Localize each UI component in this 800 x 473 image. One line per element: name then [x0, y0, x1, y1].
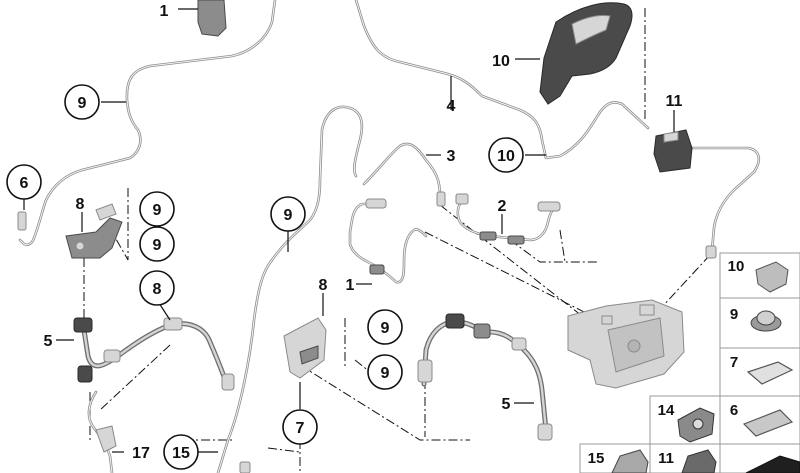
callout-circle-6b — [282, 409, 318, 445]
foam-pad-icon — [745, 455, 800, 473]
clip-6-icon — [742, 409, 794, 437]
callout-11: 10 — [497, 148, 515, 165]
legend-label-15: 15 — [588, 450, 605, 467]
callout-12: 11 — [666, 93, 683, 110]
legend-label-10: 10 — [728, 258, 745, 275]
callout-2: 2 — [498, 198, 507, 215]
legend-label-6: 6 — [730, 402, 738, 419]
callout-circle-10 — [64, 84, 100, 120]
callout-15: 15 — [172, 445, 190, 462]
callout-8b: 8 — [319, 277, 328, 294]
callout-8a: 8 — [76, 196, 85, 213]
brake-pipes — [18, 0, 761, 473]
callout-6a: 6 — [20, 175, 29, 192]
assembly-lines — [83, 8, 711, 473]
callout-circle-9c — [367, 309, 403, 345]
callout-circle-9b — [139, 226, 175, 262]
clamp-15-icon — [611, 449, 649, 473]
callout-1: 1 — [346, 277, 355, 294]
legend-label-7: 7 — [730, 354, 738, 371]
callouts: 1 10 4 9 11 10 3 6 8 9 9 9 2 1 8 8 9 5 9… — [6, 3, 683, 470]
callout-circle-14 — [270, 196, 306, 232]
spring-clip-7-icon — [746, 361, 794, 385]
callout-13: 1 — [160, 3, 169, 20]
legend-label-14: 14 — [658, 402, 675, 419]
callout-5a: 5 — [44, 333, 53, 350]
callout-9a: 9 — [153, 202, 162, 219]
callout-10: 9 — [78, 95, 87, 112]
callout-circle-9a — [139, 191, 175, 227]
callout-circle-9d — [367, 354, 403, 390]
leader-lines — [23, 8, 675, 453]
callout-17: 17 — [132, 445, 150, 462]
callout-7: 8 — [153, 281, 162, 298]
callout-3: 3 — [447, 148, 456, 165]
callout-9c: 9 — [381, 320, 390, 337]
legend-label-9: 9 — [730, 306, 738, 323]
components — [65, 0, 693, 453]
callout-5b: 5 — [502, 396, 511, 413]
callout-6b: 7 — [296, 420, 305, 437]
callout-circle-6a — [6, 164, 42, 200]
legend-label-11: 11 — [658, 450, 674, 467]
callout-circle-11 — [488, 137, 524, 173]
clamp-11-icon — [681, 449, 717, 473]
fittings — [17, 191, 717, 473]
clip-10-icon — [755, 261, 789, 293]
callout-16: 10 — [492, 53, 510, 70]
callout-9d: 9 — [381, 365, 390, 382]
callout-circle-15 — [163, 434, 199, 470]
callout-14: 9 — [284, 207, 293, 224]
small-parts-legend: 10 9 7 14 6 15 11 — [579, 252, 800, 473]
callout-4: 4 — [447, 98, 456, 115]
callout-9b: 9 — [153, 237, 162, 254]
callout-circle-7 — [139, 270, 175, 306]
